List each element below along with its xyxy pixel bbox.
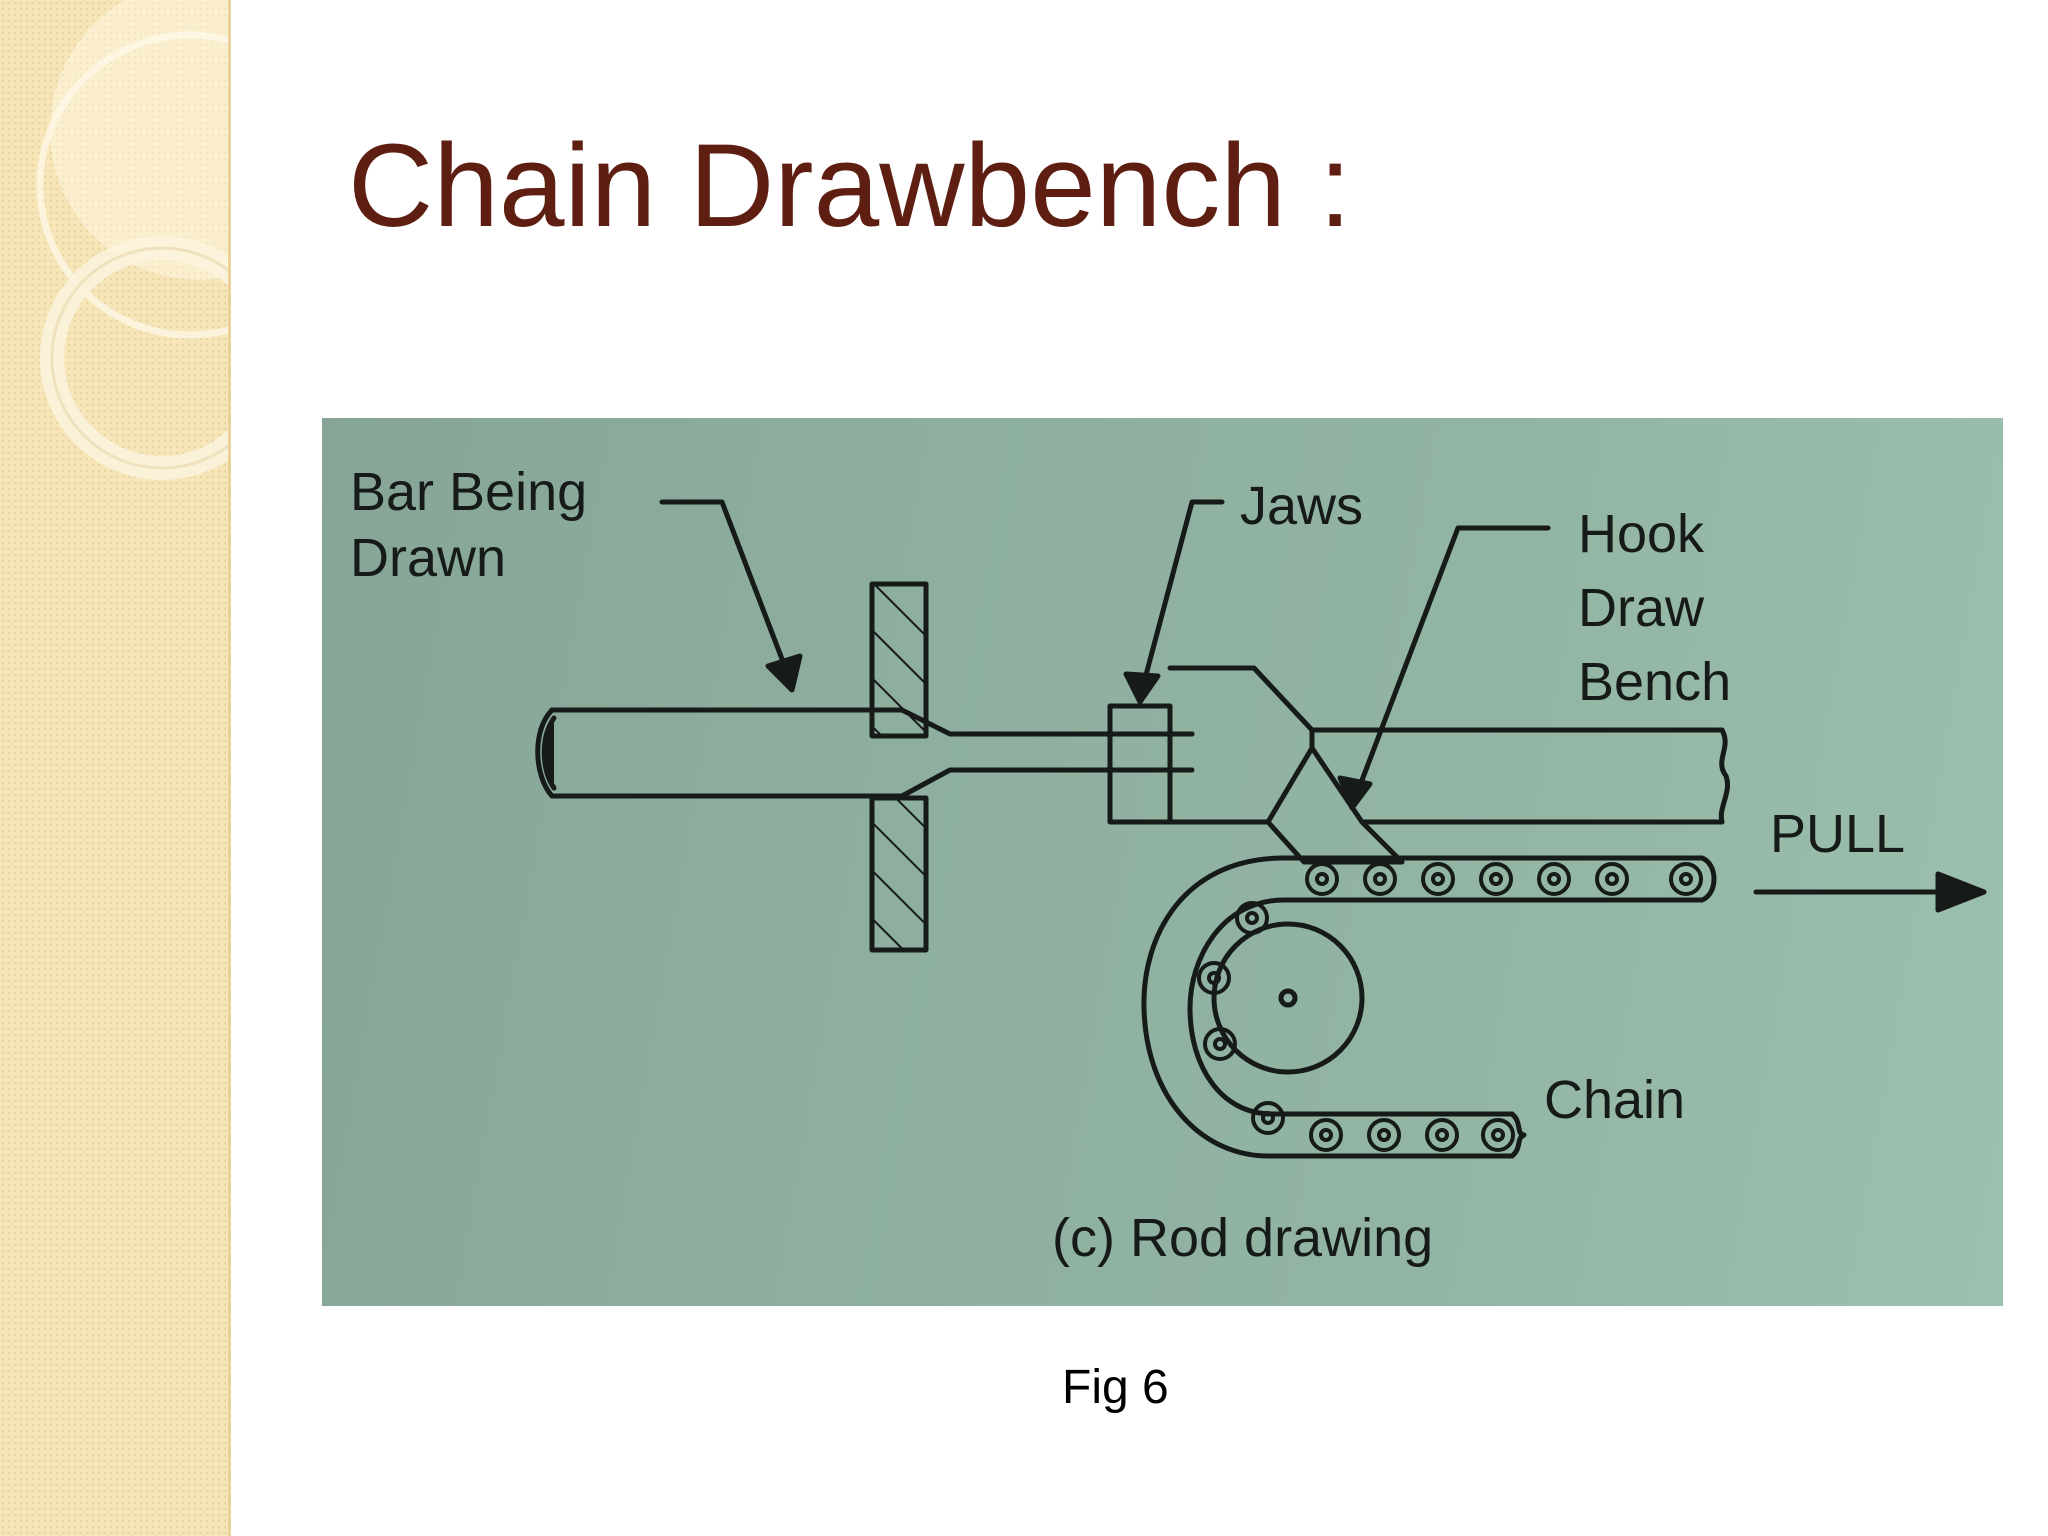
- figure-number: Fig 6: [1062, 1361, 1169, 1414]
- drawbench-drawing: [535, 499, 1987, 1159]
- ring-ornaments: [36, 0, 228, 480]
- chain: [1141, 855, 1705, 1159]
- label-hook: Hook: [1578, 504, 1705, 564]
- label-jaws: Jaws: [1240, 476, 1364, 536]
- bar-being-drawn: [549, 707, 1195, 737]
- jaws-leader-line: [1139, 499, 1225, 693]
- chain-links: [1197, 862, 1703, 1152]
- decorative-side-band: [0, 0, 231, 1536]
- label-bench: Bench: [1578, 652, 1732, 712]
- hook-leader-line: [1353, 525, 1551, 799]
- jaws: [1107, 703, 1173, 825]
- figure-caption: (c) Rod drawing: [1052, 1208, 1434, 1268]
- bar-leader-line: [659, 499, 793, 683]
- rod-drawing-diagram: Bar Being Drawn Jaws Hook Draw Bench PUL…: [322, 418, 2003, 1306]
- sprocket-wheel: [1211, 921, 1365, 1075]
- die-upper-block: [869, 581, 929, 739]
- label-drawn: Drawn: [350, 528, 507, 588]
- die-lower-block: [869, 795, 929, 953]
- hook-carriage: [1167, 665, 1315, 825]
- label-pull: PULL: [1770, 804, 1906, 864]
- label-draw: Draw: [1578, 578, 1705, 638]
- label-chain: Chain: [1544, 1070, 1686, 1130]
- page-title: Chain Drawbench :: [348, 120, 1352, 252]
- label-bar-being: Bar Being: [350, 462, 588, 522]
